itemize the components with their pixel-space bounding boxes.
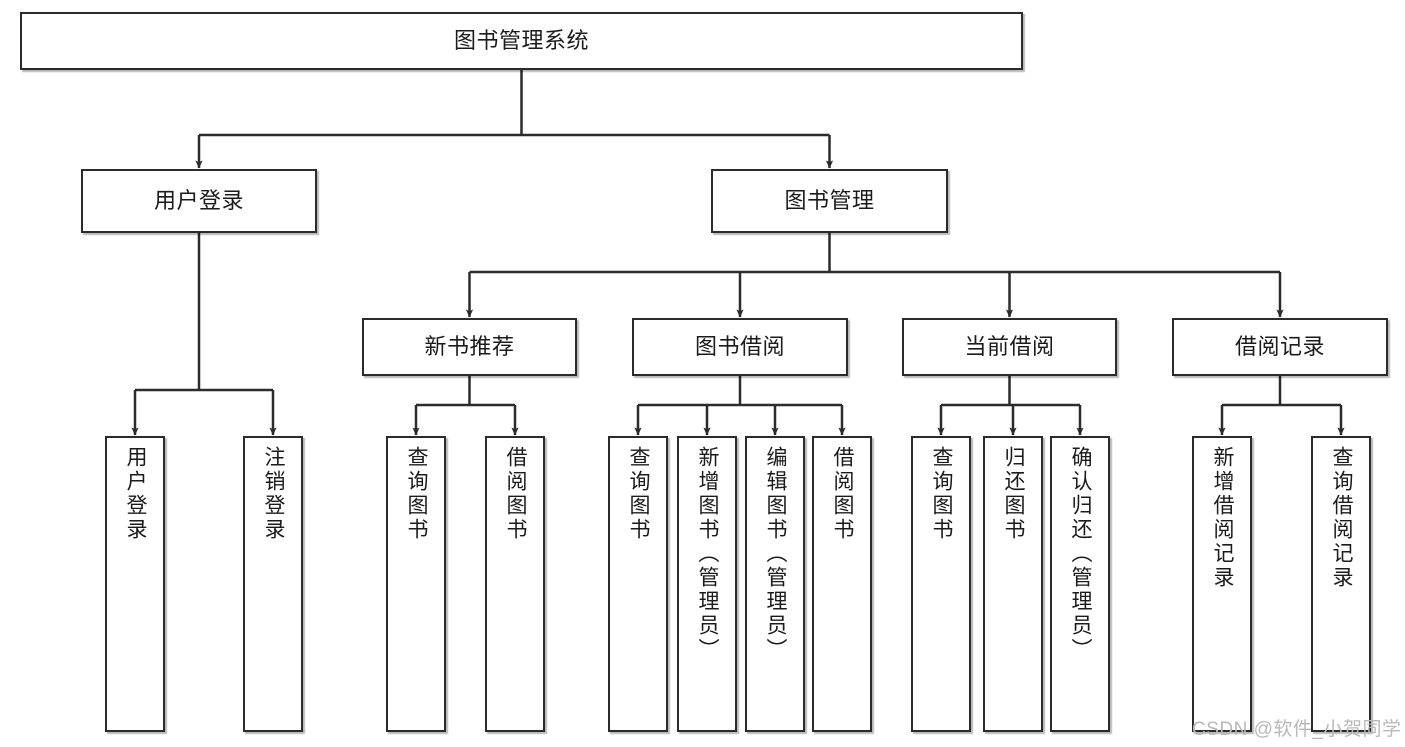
node-leaf-new-borrow[interactable]: 借阅图书: [485, 436, 545, 732]
node-root[interactable]: 图书管理系统: [20, 12, 1023, 70]
node-label: 确认归还（管理员）: [1069, 446, 1093, 662]
node-leaf-borrow-edit[interactable]: 编辑图书（管理员）: [745, 436, 805, 732]
node-leaf-current-return[interactable]: 归还图书: [983, 436, 1043, 732]
node-leaf-borrow-lend[interactable]: 借阅图书: [812, 436, 872, 732]
node-label: 查询图书: [627, 446, 651, 542]
node-current[interactable]: 当前借阅: [902, 318, 1117, 376]
node-label: 用户登录: [124, 446, 148, 542]
node-label: 查询图书: [405, 446, 429, 542]
node-label: 新增借阅记录: [1211, 446, 1235, 590]
node-leaf-user-logout[interactable]: 注销登录: [243, 436, 303, 732]
node-label: 编辑图书（管理员）: [764, 446, 788, 662]
node-label: 归还图书: [1002, 446, 1026, 542]
node-label: 借阅记录: [1234, 334, 1325, 360]
node-borrow[interactable]: 图书借阅: [632, 318, 848, 376]
node-label: 查询借阅记录: [1330, 446, 1354, 590]
node-leaf-record-query[interactable]: 查询借阅记录: [1311, 436, 1371, 732]
node-leaf-record-add[interactable]: 新增借阅记录: [1192, 436, 1252, 732]
node-records[interactable]: 借阅记录: [1172, 318, 1388, 376]
node-label: 图书借阅: [694, 334, 785, 360]
node-leaf-new-query[interactable]: 查询图书: [386, 436, 446, 732]
node-label: 借阅图书: [831, 446, 855, 542]
node-label: 注销登录: [262, 446, 286, 542]
edge-group: [131, 70, 1345, 436]
node-leaf-user-login[interactable]: 用户登录: [105, 436, 165, 732]
node-label: 当前借阅: [964, 334, 1055, 360]
node-leaf-borrow-query[interactable]: 查询图书: [608, 436, 668, 732]
node-bookmgmt[interactable]: 图书管理: [711, 169, 948, 233]
node-label: 新增图书（管理员）: [696, 446, 720, 662]
node-leaf-borrow-add[interactable]: 新增图书（管理员）: [677, 436, 737, 732]
node-leaf-current-confirm[interactable]: 确认归还（管理员）: [1050, 436, 1110, 732]
node-label: 借阅图书: [504, 446, 528, 542]
node-label: 查询图书: [930, 446, 954, 542]
node-leaf-current-query[interactable]: 查询图书: [911, 436, 971, 732]
node-newbook[interactable]: 新书推荐: [362, 318, 577, 376]
csdn-watermark: CSDN @软件_小贺同学: [1192, 719, 1402, 740]
node-login[interactable]: 用户登录: [81, 169, 317, 233]
node-label: 用户登录: [153, 188, 244, 214]
node-label: 新书推荐: [424, 334, 515, 360]
node-label: 图书管理: [784, 188, 875, 214]
node-label: 图书管理系统: [453, 28, 589, 54]
